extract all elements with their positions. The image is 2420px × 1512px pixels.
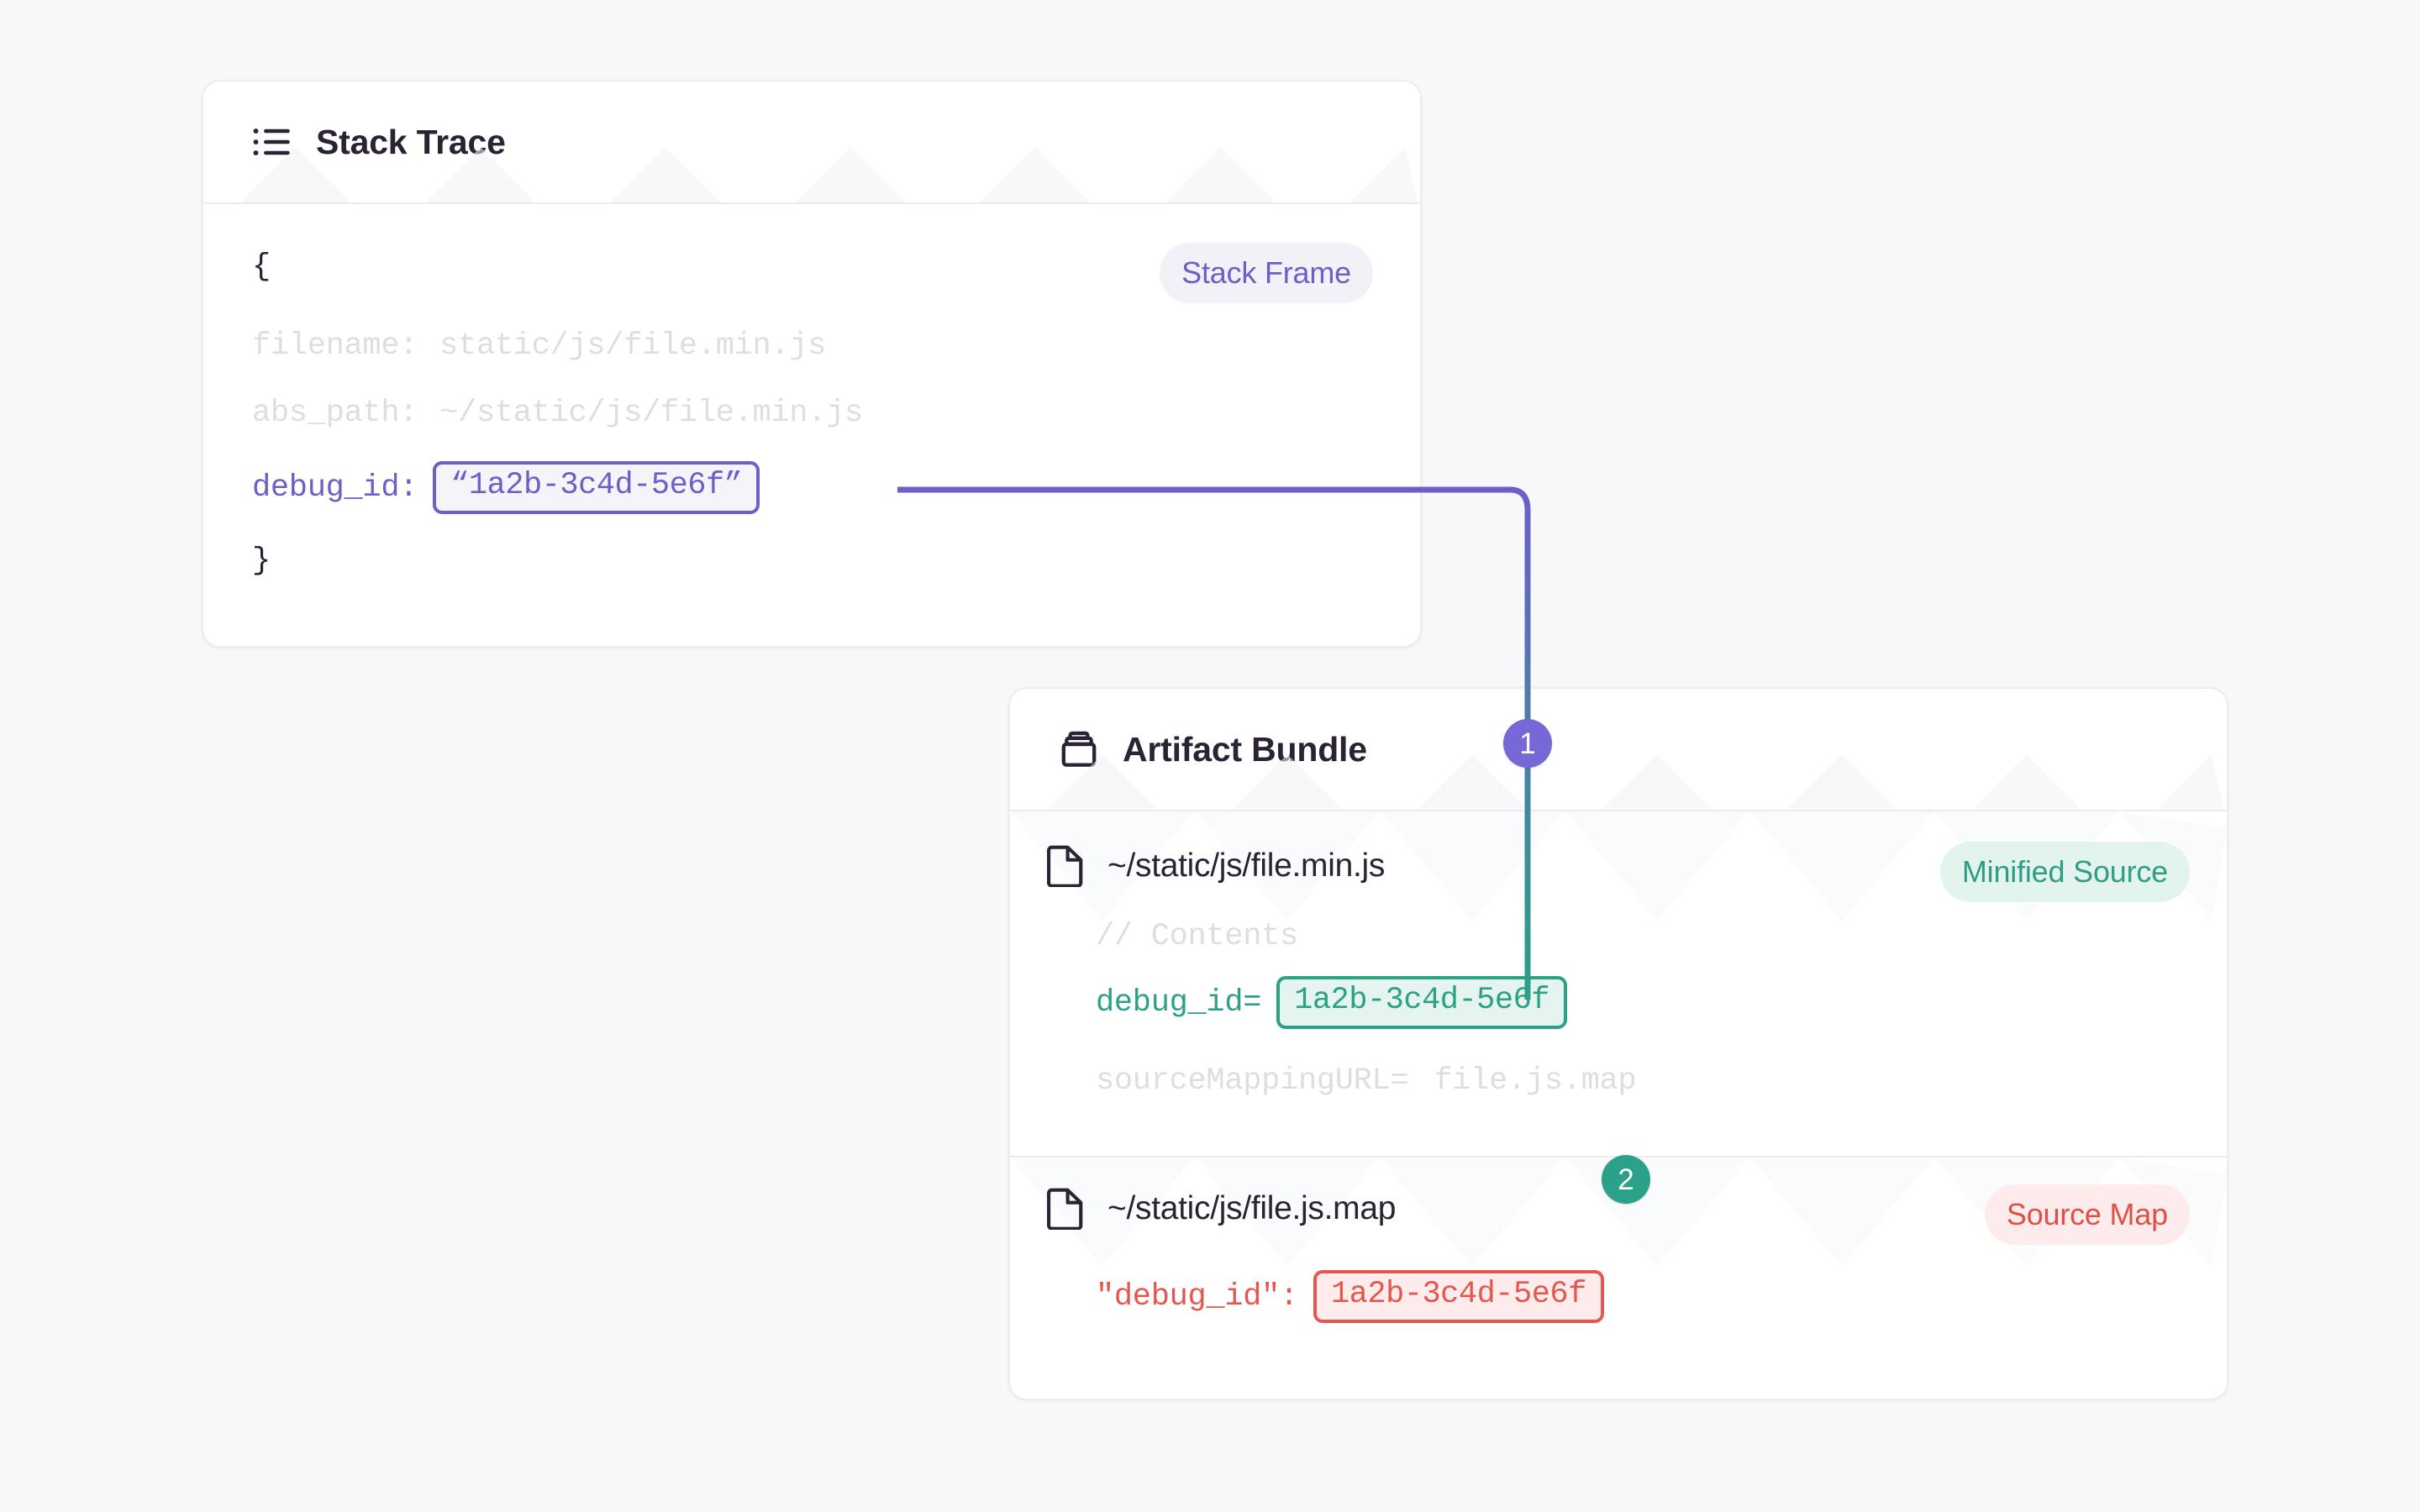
code-line-filename: filename: static/js/file.min.js xyxy=(252,328,826,364)
source-mapping-url-value: file.js.map xyxy=(1434,1063,1637,1099)
source-map-file-name: ~/static/js/file.js.map xyxy=(1107,1190,1397,1226)
minified-source-debug-id-key: debug_id= xyxy=(1096,984,1262,1021)
stack-trace-debug-id-key: debug_id: xyxy=(252,470,418,506)
code-brace-close: } xyxy=(252,543,271,579)
stack-trace-card: Stack Trace Stack Frame { filename: stati… xyxy=(202,80,1422,648)
minified-source-comment: // Contents xyxy=(1096,919,1298,954)
stack-trace-card-header: Stack Trace xyxy=(203,81,1420,204)
source-map-debug-id-line: "debug_id": 1a2b-3c4d-5e6f xyxy=(1096,1270,1604,1323)
list-icon xyxy=(253,129,290,155)
filename-value: static/js/file.min.js xyxy=(439,328,827,364)
source-map-debug-id-value: 1a2b-3c4d-5e6f xyxy=(1313,1270,1604,1323)
abs-path-value: ~/static/js/file.min.js xyxy=(439,396,863,431)
status-badge-stack-frame: Stack Frame xyxy=(1160,243,1373,303)
status-badge-source-map: Source Map xyxy=(1984,1184,2190,1245)
list-item-minified-source: ~/static/js/file.min.js xyxy=(1047,845,1385,887)
file-icon xyxy=(1047,845,1083,887)
artifact-bundle-body: ~/static/js/file.min.js Minified Source … xyxy=(1010,811,2227,1397)
stack-trace-body: Stack Frame { filename: static/js/file.mi… xyxy=(203,204,1420,643)
file-icon xyxy=(1047,1188,1083,1230)
minified-source-section: ~/static/js/file.min.js Minified Source … xyxy=(1010,811,2227,1156)
minified-source-file-name: ~/static/js/file.min.js xyxy=(1107,848,1386,884)
filename-key: filename: xyxy=(252,328,418,364)
code-line-debug-id: debug_id: “1a2b-3c4d-5e6f” xyxy=(252,461,760,514)
artifact-bundle-title: Artifact Bundle xyxy=(1123,729,1367,769)
connector-badge-2: 2 xyxy=(1602,1155,1650,1204)
status-badge-minified-source: Minified Source xyxy=(1939,842,2190,902)
connector-badge-1: 1 xyxy=(1503,719,1552,768)
minified-source-debug-id-value: 1a2b-3c4d-5e6f xyxy=(1276,976,1567,1029)
stack-trace-debug-id-value: “1a2b-3c4d-5e6f” xyxy=(433,461,760,514)
source-mapping-url-key: sourceMappingURL= xyxy=(1096,1063,1409,1099)
box-icon xyxy=(1061,731,1097,767)
page-title: Stack Trace xyxy=(316,122,506,161)
source-map-debug-id-key: "debug_id": xyxy=(1096,1278,1298,1315)
list-item-source-map: ~/static/js/file.js.map xyxy=(1047,1188,1396,1230)
code-brace-open: { xyxy=(252,249,271,285)
artifact-bundle-card-header: Artifact Bundle xyxy=(1010,689,2227,811)
code-line-abs-path: abs_path: ~/static/js/file.min.js xyxy=(252,396,863,431)
artifact-bundle-card: Artifact Bundle xyxy=(1008,687,2228,1400)
abs-path-key: abs_path: xyxy=(252,396,418,431)
source-mapping-url-line: sourceMappingURL= file.js.map xyxy=(1096,1063,1637,1099)
minified-source-debug-id-line: debug_id= 1a2b-3c4d-5e6f xyxy=(1096,976,1567,1029)
